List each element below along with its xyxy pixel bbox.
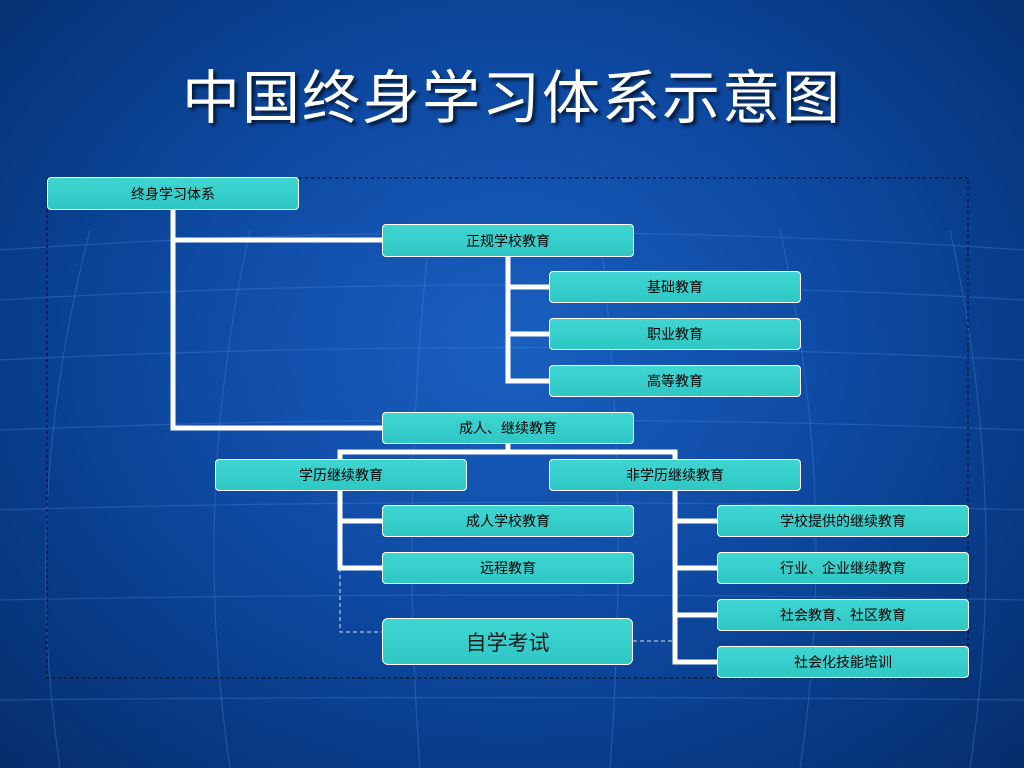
node-degree-continuing-education: 学历继续教育 — [215, 459, 467, 491]
self-exam-link-left — [339, 568, 382, 633]
node-self-study-exam: 自学考试 — [382, 618, 633, 665]
adult-split — [337, 444, 678, 459]
node-social-community-education: 社会教育、社区教育 — [717, 599, 969, 631]
node-formal-school-education: 正规学校教育 — [382, 224, 634, 257]
degree-trunk — [337, 491, 382, 571]
node-basic-education: 基础教育 — [549, 271, 801, 303]
node-adult-continuing-education: 成人、继续教育 — [382, 412, 634, 444]
node-lifelong-learning-system: 终身学习体系 — [47, 177, 299, 210]
root-trunk — [170, 210, 382, 431]
node-school-provided-continuing-education: 学校提供的继续教育 — [717, 505, 969, 537]
nondegree-trunk — [672, 491, 717, 665]
node-distance-education: 远程教育 — [382, 552, 634, 584]
formal-trunk — [505, 256, 549, 384]
node-higher-education: 高等教育 — [549, 365, 801, 397]
node-adult-school-education: 成人学校教育 — [382, 505, 634, 537]
outer-dashed-frame — [46, 177, 969, 679]
node-vocational-education: 职业教育 — [549, 318, 801, 350]
node-non-degree-continuing-education: 非学历继续教育 — [549, 459, 801, 491]
page-title: 中国终身学习体系示意图 — [181, 64, 842, 132]
node-industry-enterprise-continuing-education: 行业、企业继续教育 — [717, 552, 969, 584]
node-social-skills-training: 社会化技能培训 — [717, 646, 969, 678]
